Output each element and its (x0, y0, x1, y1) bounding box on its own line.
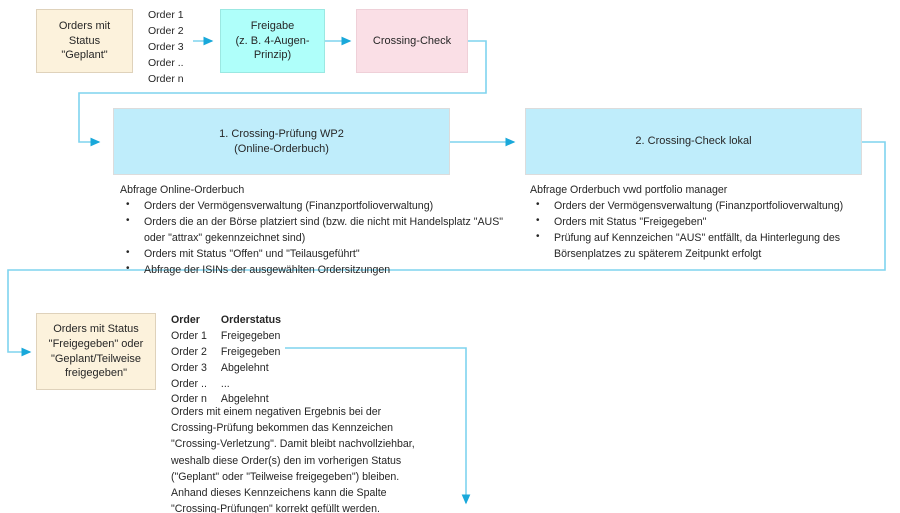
right-notes-item: Prüfung auf Kennzeichen "AUS" entfällt, … (530, 229, 890, 262)
node-crossing-check[interactable]: Crossing-Check (356, 9, 468, 73)
node-orders-freigegeben[interactable]: Orders mit Status "Freigegeben" oder "Ge… (36, 313, 156, 390)
right-notes-item: Orders der Vermögensverwaltung (Finanzpo… (530, 197, 890, 214)
table-row: Order n Abgelehnt (171, 392, 295, 408)
left-notes-item: Orders mit Status "Offen" und "Teilausge… (120, 245, 520, 262)
left-notes-item: Orders die an der Börse platziert sind (… (120, 213, 520, 246)
left-notes-list: Orders der Vermögensverwaltung (Finanzpo… (120, 197, 520, 278)
table-cell-order: Order 2 (171, 345, 207, 358)
order-status-table: Order Orderstatus Order 1 Freigegeben Or… (171, 313, 295, 408)
node-freigabe[interactable]: Freigabe (z. B. 4-Augen- Prinzip) (220, 9, 325, 73)
table-row: Order 1 Freigegeben (171, 329, 295, 345)
order-list-item: Order .. (148, 56, 184, 69)
left-notes-item: Orders der Vermögensverwaltung (Finanzpo… (120, 197, 520, 214)
order-list: Order 1 Order 2 Order 3 Order .. Order n (148, 8, 208, 88)
table-cell-order: Order 1 (171, 329, 207, 342)
table-row: Order 2 Freigegeben (171, 345, 295, 361)
order-list-item: Order 1 (148, 9, 184, 21)
node-orders-geplant[interactable]: Orders mit Status "Geplant" (36, 9, 133, 73)
table-row: Order 3 Abgelehnt (171, 361, 295, 377)
table-cell-status: Freigegeben (220, 329, 281, 342)
right-notes-heading: Abfrage Orderbuch vwd portfolio manager (530, 184, 728, 196)
left-notes-item: Abfrage der ISINs der ausgewählten Order… (120, 261, 520, 278)
right-notes: Abfrage Orderbuch vwd portfolio manager … (530, 182, 890, 262)
table-cell-status: ... (220, 377, 230, 390)
bottom-note: Orders mit einem negativen Ergebnis bei … (171, 406, 415, 513)
table-header-orderstatus: Orderstatus (220, 314, 281, 326)
right-notes-item: Orders mit Status "Freigegeben" (530, 213, 890, 230)
table-cell-order: Order .. (171, 377, 207, 390)
right-notes-list: Orders der Vermögensverwaltung (Finanzpo… (530, 197, 890, 262)
table-row: Order .. ... (171, 377, 295, 393)
left-notes: Abfrage Online-Orderbuch Orders der Verm… (120, 182, 520, 279)
node-step2-crossing-check-lokal[interactable]: 2. Crossing-Check lokal (525, 108, 862, 175)
table-header-row: Order Orderstatus (171, 313, 295, 329)
table-header-order: Order (171, 314, 200, 326)
node-step1-crossing-pruefung-wp2[interactable]: 1. Crossing-Prüfung WP2 (Online-Orderbuc… (113, 108, 450, 175)
order-list-item: Order 2 (148, 24, 184, 37)
table-cell-order: Order n (171, 393, 207, 406)
table-cell-status: Abgelehnt (220, 361, 269, 374)
table-cell-order: Order 3 (171, 361, 207, 374)
order-list-item: Order n (148, 72, 184, 85)
table-cell-status: Freigegeben (220, 345, 281, 358)
table-cell-status: Abgelehnt (220, 393, 269, 406)
order-list-item: Order 3 (148, 40, 184, 53)
left-notes-heading: Abfrage Online-Orderbuch (120, 184, 245, 196)
